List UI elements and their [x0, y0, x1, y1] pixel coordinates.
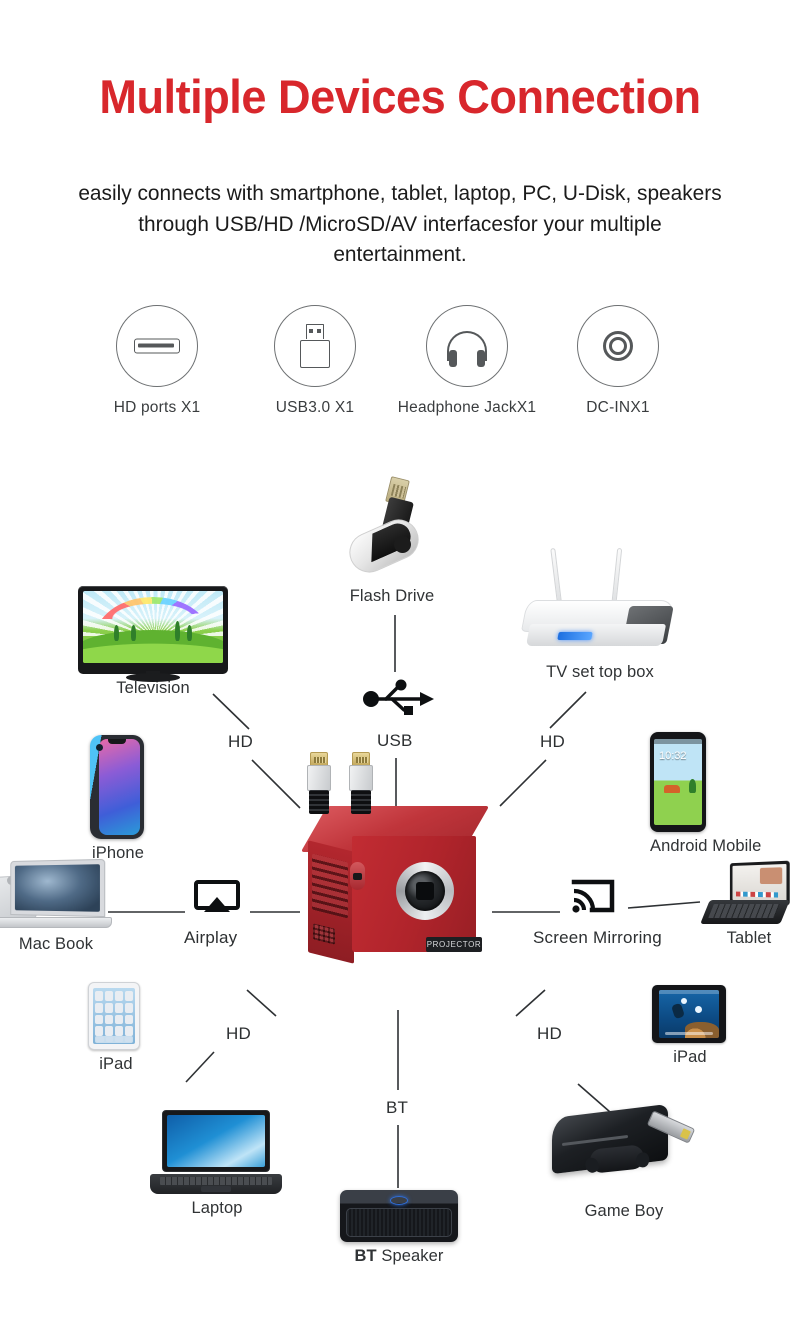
hdmi-connector-right — [348, 752, 374, 814]
page-title: Multiple Devices Connection — [99, 70, 701, 123]
usb-stick-icon — [274, 305, 356, 387]
device-laptop[interactable]: Laptop — [150, 1110, 284, 1218]
connection-label-hd-settopbox: HD — [540, 732, 565, 751]
device-game-boy[interactable]: Game Boy — [548, 1103, 700, 1221]
port-label-hd: HD ports X1 — [113, 399, 201, 416]
device-mac-book[interactable]: Mac Book — [0, 858, 124, 954]
port-item-headphone: Headphone JackX1 — [392, 305, 542, 417]
page-subtitle: easily connects with smartphone, tablet,… — [78, 181, 722, 267]
projector-badge: PROJECTOR — [426, 937, 482, 952]
port-item-usb: USB3.0 X1 — [240, 305, 390, 417]
device-label-tv-set-top-box: TV set top box — [546, 663, 654, 681]
device-ipad-left[interactable]: iPad — [88, 982, 144, 1074]
television-image — [78, 586, 228, 682]
projector-lens — [396, 862, 454, 920]
device-iphone[interactable]: iPhone — [90, 735, 146, 863]
device-label-ipad-right: iPad — [673, 1048, 707, 1066]
hdmi-connector-left — [306, 752, 332, 814]
hdmi-cables — [306, 752, 392, 814]
port-item-hd: HD ports X1 — [82, 305, 232, 417]
bt-speaker-label-rest: Speaker — [376, 1247, 444, 1265]
connection-label-airplay: Airplay — [184, 928, 238, 947]
port-label-usb: USB3.0 X1 — [275, 399, 355, 416]
device-label-ipad-left: iPad — [99, 1055, 133, 1073]
android-mobile-image: 10:32 — [650, 732, 706, 832]
ipad-right-image — [652, 985, 726, 1043]
device-android-mobile[interactable]: 10:32 Android Mobile — [650, 732, 762, 856]
device-label-android-mobile: Android Mobile — [650, 837, 762, 855]
android-clock: 10:32 — [659, 750, 687, 762]
port-label-dcin: DC-INX1 — [586, 399, 650, 416]
device-flash-drive[interactable]: Flash Drive — [342, 476, 442, 606]
device-label-flash-drive: Flash Drive — [349, 587, 435, 605]
device-label-mac-book: Mac Book — [18, 935, 94, 953]
port-item-dcin: DC-INX1 — [543, 305, 693, 417]
port-label-headphone: Headphone JackX1 — [397, 399, 537, 416]
device-label-tablet: Tablet — [726, 929, 772, 947]
device-ipad-right[interactable]: iPad — [652, 985, 728, 1067]
airplay-icon — [194, 880, 240, 912]
flash-drive-image — [342, 476, 438, 582]
central-projector[interactable]: PROJECTOR — [300, 806, 490, 966]
device-tablet[interactable]: Tablet — [700, 860, 793, 948]
connection-label-usb: USB — [377, 731, 413, 750]
headphone-icon — [426, 305, 508, 387]
device-label-game-boy: Game Boy — [584, 1202, 664, 1220]
mac-book-image — [0, 858, 112, 930]
device-bt-speaker[interactable]: BT Speaker — [340, 1190, 458, 1266]
bt-speaker-label-bold: BT — [354, 1247, 377, 1265]
connection-label-screen-mirroring: Screen Mirroring — [533, 928, 662, 947]
game-boy-image — [548, 1103, 698, 1197]
port-icon-row: HD ports X1 USB3.0 X1 Headphone JackX1 D… — [0, 305, 800, 445]
connection-label-hd-gameboy: HD — [537, 1024, 562, 1043]
device-label-bt-speaker: BT Speaker — [340, 1247, 458, 1266]
device-label-laptop: Laptop — [191, 1199, 243, 1217]
screen-mirroring-icon — [571, 879, 615, 913]
connection-label-hd-television: HD — [228, 732, 253, 751]
laptop-image — [150, 1110, 282, 1194]
connection-label-hd-laptop: HD — [226, 1024, 251, 1043]
bt-speaker-image — [340, 1190, 458, 1242]
device-label-iphone: iPhone — [92, 844, 144, 862]
tablet-image — [700, 860, 791, 924]
connection-label-bt: BT — [386, 1098, 409, 1117]
device-label-television: Television — [116, 679, 190, 697]
device-television[interactable]: Television — [78, 586, 228, 698]
ipad-left-image — [88, 982, 140, 1050]
hdmi-port-icon — [116, 305, 198, 387]
iphone-image — [90, 735, 144, 839]
tv-set-top-box-image — [518, 547, 678, 658]
device-tv-set-top-box[interactable]: TV set top box — [518, 547, 682, 682]
dc-in-icon — [577, 305, 659, 387]
power-button-icon[interactable] — [350, 862, 365, 890]
usb-icon — [363, 679, 434, 715]
